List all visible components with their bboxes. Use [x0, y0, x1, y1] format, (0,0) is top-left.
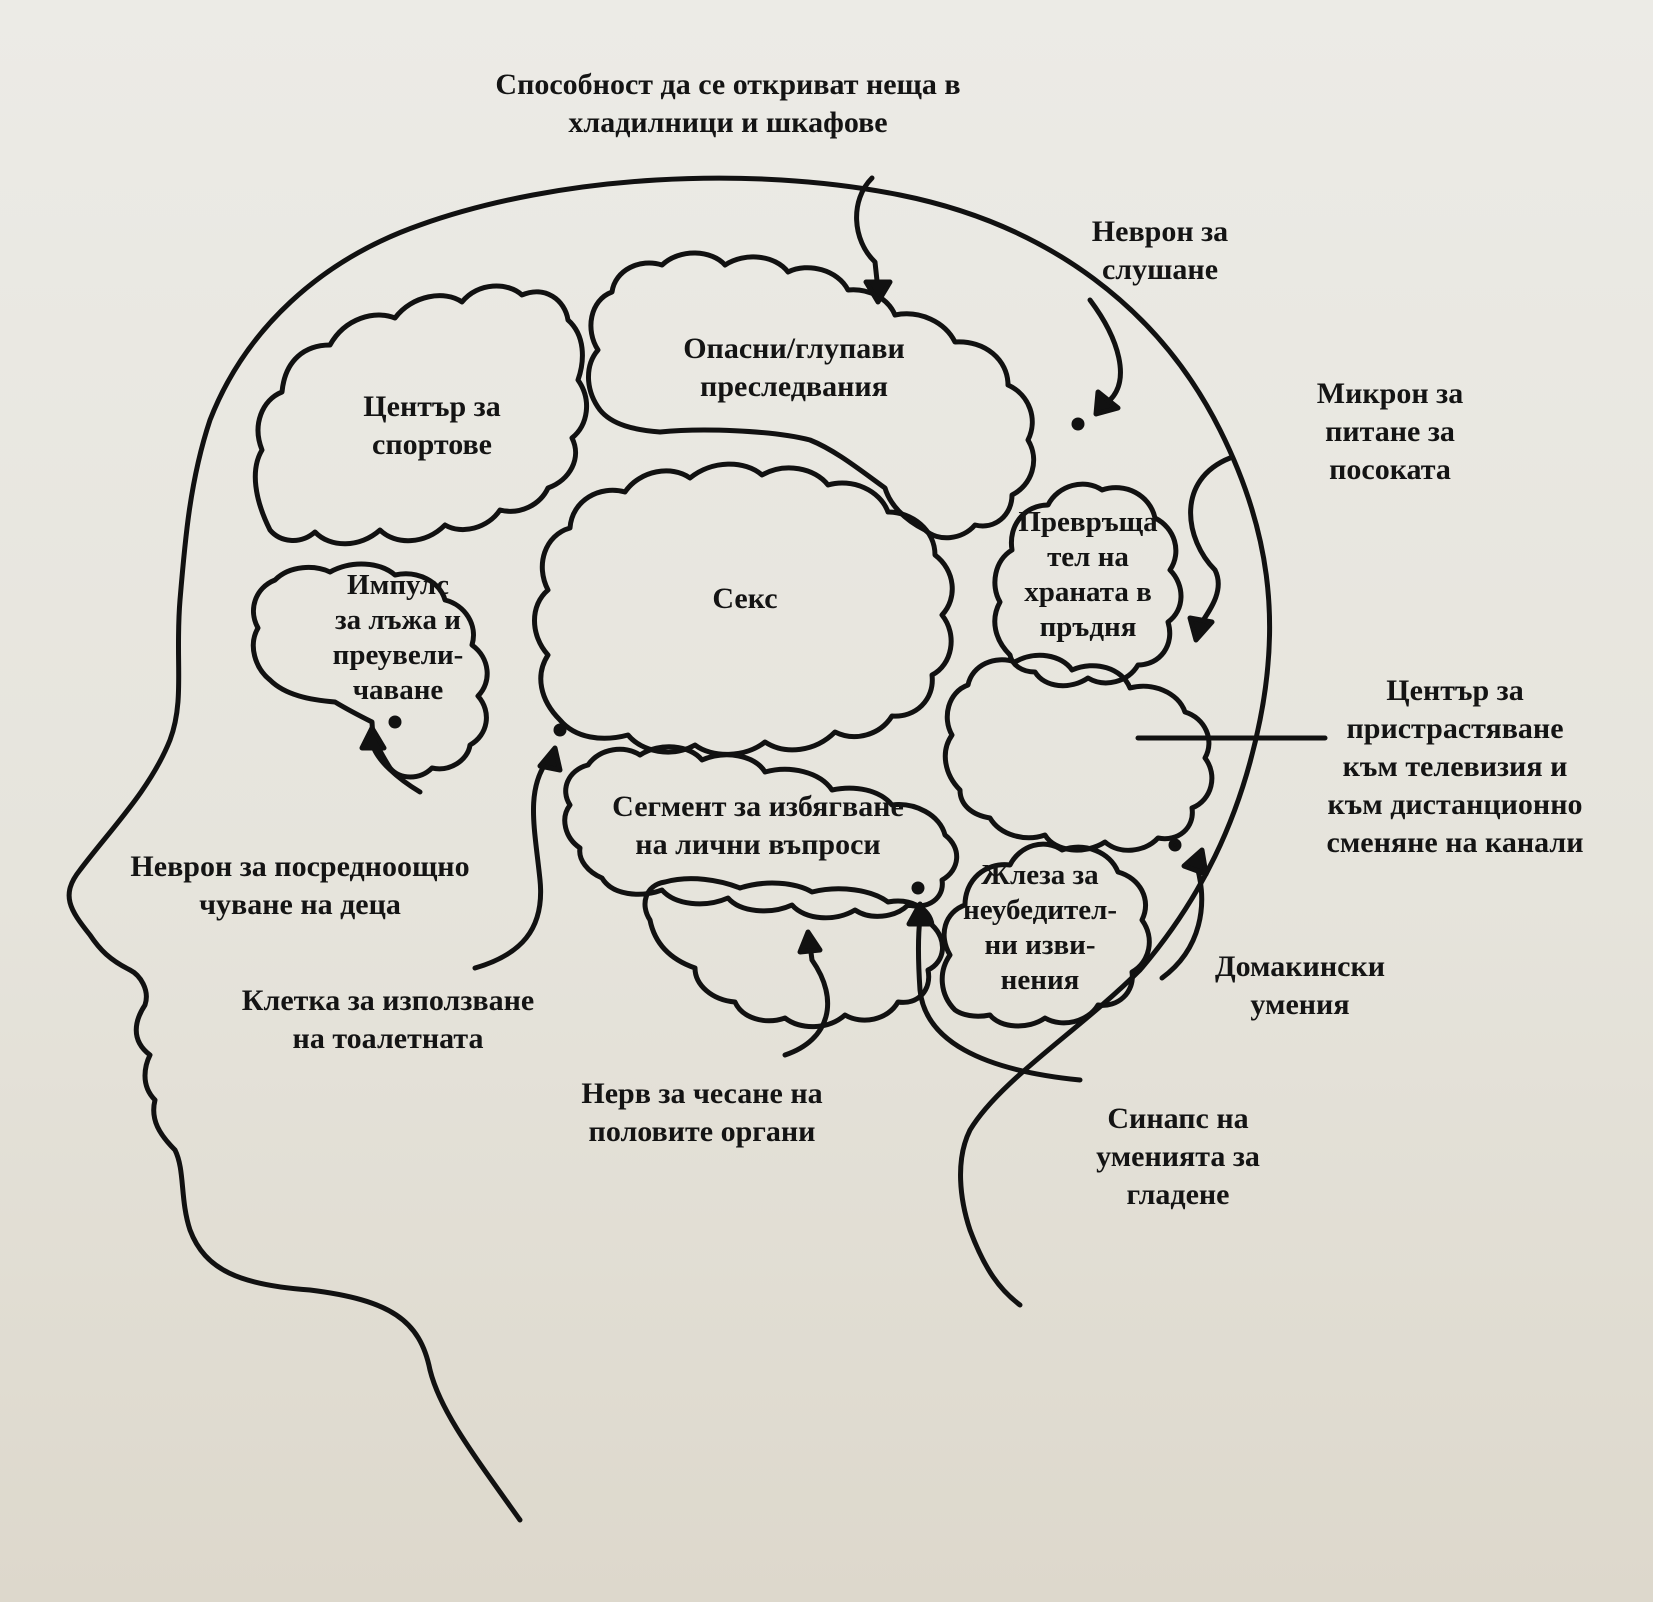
label-line: за лъжа и — [334, 604, 462, 636]
arrow-ironing — [916, 915, 1083, 1083]
lobe-sex — [532, 461, 955, 757]
dot-household — [1168, 838, 1182, 852]
arrow-listening — [1087, 297, 1123, 403]
dot-childcare — [388, 715, 402, 729]
lobe-dangerous — [586, 250, 1037, 541]
label-listening-neuron: Неврон за слушане — [1092, 213, 1228, 289]
label-line: спортове — [372, 428, 492, 461]
label-line: чуване на деца — [199, 888, 401, 921]
label-line: нения — [1000, 964, 1080, 996]
label-tv-addiction: Център за пристрастяване към телевизия и… — [1327, 672, 1584, 862]
label-line: Неврон за посредноощно — [130, 850, 470, 883]
label-line: към дистанционно — [1327, 788, 1583, 821]
label-line: Микрон за — [1316, 377, 1464, 410]
label-line: тел на — [1047, 541, 1129, 573]
dot-listening — [1071, 417, 1085, 431]
label-line: Превръща — [1018, 506, 1158, 538]
label-toilet-cell: Клетка за използване на тоалетната — [242, 982, 534, 1058]
label-line: чаване — [352, 674, 444, 706]
label-line: Опасни/глупави — [683, 332, 905, 365]
label-line: на лични въпроси — [635, 828, 881, 861]
arrow-scratch — [782, 942, 830, 1058]
label-line: Неврон за — [1091, 215, 1229, 248]
label-line: уменията за — [1096, 1140, 1260, 1173]
label-childcare-neuron: Неврон за посредноощно чуване на деца — [130, 848, 469, 924]
label-line: Център за — [1386, 674, 1524, 707]
label-food-converter: Превръща тел на храната в пръдня — [1018, 505, 1157, 645]
arrow-direction — [1188, 455, 1233, 628]
arrow-scratch-head — [797, 929, 823, 955]
label-line: на тоалетната — [292, 1022, 484, 1055]
label-ironing-synapse: Синапс на уменията за гладене — [1096, 1100, 1260, 1214]
label-household-skills: Домакински умения — [1215, 948, 1385, 1024]
arrow-toilet-head — [537, 745, 563, 773]
label-scratch-nerve: Нерв за чесане на половите органи — [581, 1075, 822, 1151]
label-line: Сегмент за избягване — [612, 790, 904, 823]
lobe-food — [992, 481, 1184, 689]
label-excuses-gland: Жлеза за неубедител- ни изви- нения — [963, 858, 1117, 998]
label-line: посоката — [1329, 453, 1451, 486]
dot-toilet — [553, 723, 567, 737]
label-line: Импулс — [347, 569, 449, 601]
arrow-childcare-head — [359, 725, 387, 751]
arrow-housework — [1159, 857, 1205, 981]
label-line: слушане — [1101, 253, 1219, 286]
arrow-toilet — [472, 757, 551, 971]
label-fridge-ability: Способност да се откриват неща в хладилн… — [495, 66, 960, 142]
label-line: половите органи — [588, 1115, 816, 1148]
label-direction-micron: Микрон за питане за посоката — [1317, 375, 1463, 489]
label-line: ни изви- — [984, 929, 1096, 961]
arrow-housework-head — [1181, 847, 1209, 877]
arrow-ironing-head — [906, 901, 934, 927]
label-line: храната в — [1024, 576, 1152, 608]
label-sex: Секс — [712, 580, 777, 618]
label-avoid-questions: Сегмент за избягване на лични въпроси — [612, 788, 904, 864]
label-dangerous-pursuits: Опасни/глупави преследвания — [683, 330, 905, 406]
label-line: пръдня — [1039, 611, 1137, 643]
lobe-lower — [642, 876, 945, 1030]
label-lie-impulse: Импулс за лъжа и преувели- чаване — [333, 568, 464, 708]
label-line: неубедител- — [962, 894, 1118, 926]
label-line: към телевизия и — [1342, 750, 1568, 783]
lobe-tv — [942, 652, 1215, 853]
label-line: Секс — [712, 582, 778, 615]
head-outline — [66, 175, 1273, 1523]
label-line: хладилници и шкафове — [568, 106, 888, 139]
label-line: Домакински — [1214, 950, 1386, 983]
label-line: Нерв за чесане на — [581, 1077, 823, 1110]
label-line: Синапс на — [1107, 1102, 1249, 1135]
label-line: Жлеза за — [981, 859, 1099, 891]
label-line: питане за — [1325, 415, 1455, 448]
lobe-avoid — [562, 744, 960, 921]
lobe-sports — [252, 283, 590, 547]
dot-synapse — [911, 881, 925, 895]
lobe-excuses — [939, 841, 1152, 1029]
label-line: умения — [1250, 988, 1350, 1021]
label-sports-center: Център за спортове — [363, 388, 500, 464]
label-line: пристрастяване — [1346, 712, 1564, 745]
label-line: Център за — [363, 390, 501, 423]
arrow-direction-head — [1187, 615, 1215, 643]
label-line: преследвания — [700, 370, 888, 403]
arrow-fridge — [854, 175, 881, 293]
label-line: преувели- — [332, 639, 464, 671]
arrow-fridge-head — [863, 279, 893, 305]
label-line: Клетка за използване — [241, 984, 535, 1017]
arrow-listening-head — [1093, 389, 1121, 417]
label-line: гладене — [1126, 1178, 1230, 1211]
label-line: сменяне на канали — [1326, 826, 1584, 859]
label-line: Способност да се откриват неща в — [495, 68, 961, 101]
